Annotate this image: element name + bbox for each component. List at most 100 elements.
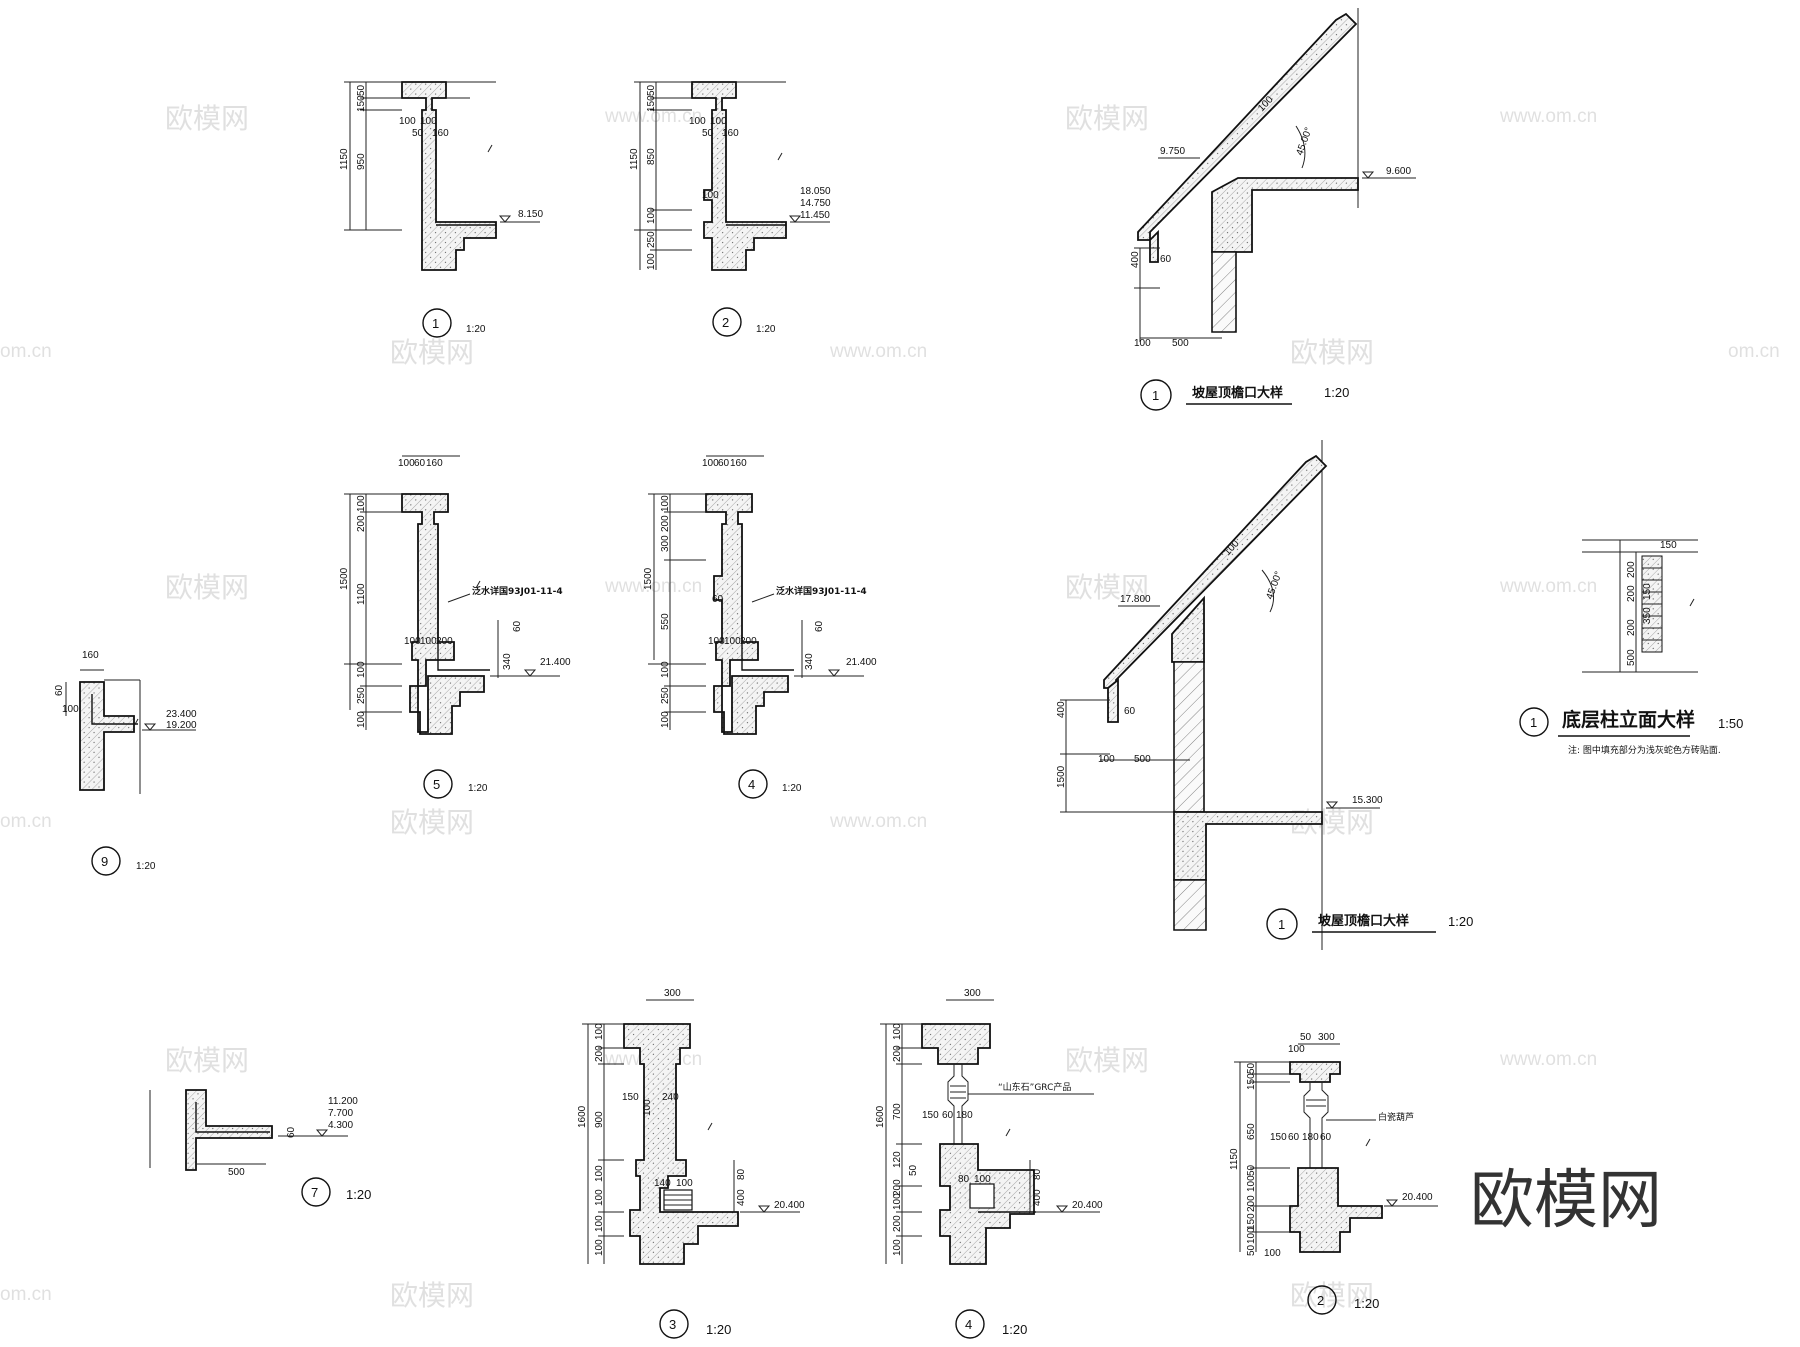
parapet-section (691, 81, 787, 271)
dim-label: 100 (689, 116, 706, 127)
detail-9-parapet: 160 60 100 23.400 19.200 9 1:20 (54, 650, 197, 876)
watermark-text: 欧模网 (165, 1044, 249, 1077)
dim-label: 240 (662, 1092, 679, 1103)
detail-number: 9 (101, 854, 108, 869)
detail-eave-1: 45.00° 100 400 60 100 500 9.750 9.600 1 … (1130, 8, 1416, 411)
elevation-value: 19.200 (166, 720, 197, 731)
dim-label: 100 (702, 190, 719, 201)
dim-label: 300 (660, 535, 671, 552)
dim-label: 60 (286, 1126, 297, 1138)
watermark-layer: 欧模网 欧模网 欧模网 欧模网 欧模网 欧模网 欧模网 欧模网 欧模网 欧模网 … (0, 102, 1780, 1312)
dim-label: 100 (62, 704, 79, 715)
detail-number-circle (1307, 1285, 1337, 1315)
elevation-value: 20.400 (774, 1200, 805, 1211)
dim-label: 100 (724, 636, 741, 647)
break-mark (1365, 1138, 1371, 1147)
elevation-marker (757, 1205, 771, 1213)
detail-number: 1 (432, 316, 439, 331)
elevation-marker (143, 723, 157, 731)
watermark-text: 欧模网 (1290, 1279, 1374, 1312)
watermark-url: www.om.cn (1499, 576, 1597, 597)
detail-4-parapet: 100 60 160 100 200 300 1500 550 100 250 … (643, 455, 877, 799)
dim-label: 100 (1264, 1248, 1281, 1259)
detail-number-circle (301, 1177, 331, 1207)
elevation-marker (1055, 1205, 1069, 1213)
watermark-url: www.om.cn (1499, 1049, 1597, 1070)
dim-label: 60 (942, 1110, 954, 1121)
dim-label: 100 (399, 116, 416, 127)
detail-number-circle (423, 769, 453, 799)
dim-label: 1150 (339, 148, 350, 170)
dim-label: 400 (736, 1189, 747, 1206)
dim-label: 50 (356, 84, 367, 96)
dim-label: 160 (722, 128, 739, 139)
dim-label: 350 (1642, 607, 1653, 624)
dim-label: 200 (892, 1045, 903, 1062)
detail-number-circle (1266, 908, 1298, 940)
break-mark (777, 152, 783, 161)
elevation-marker (1325, 801, 1339, 809)
detail-number-circle (422, 308, 452, 338)
watermark-logo: 欧模网 (1470, 1164, 1662, 1238)
dim-label: 100 (1288, 1044, 1305, 1055)
dim-label: 60 (718, 458, 730, 469)
dim-label: 500 (228, 1167, 245, 1178)
elevation-marker (827, 669, 841, 677)
detail-title: 坡屋顶檐口大样 (1318, 913, 1409, 928)
dim-label: 100 (646, 207, 657, 224)
dim-label: 1600 (875, 1105, 886, 1128)
dim-label: 120 (892, 1151, 903, 1168)
elevation-value: 18.050 (800, 186, 831, 197)
dim-label: 1500 (1056, 765, 1067, 788)
elevation-marker (788, 215, 802, 223)
dim-label: 1600 (577, 1105, 588, 1128)
dim-label: 100 (594, 1215, 605, 1232)
dim-label: 200 (1626, 561, 1637, 578)
flashing-note: 泛水详国93J01-11-4 (776, 585, 867, 597)
dim-label: 200 (356, 515, 367, 532)
dim-label: 80 (736, 1168, 747, 1180)
detail-number-circle (1519, 707, 1549, 737)
watermark-text: 欧模网 (390, 806, 474, 839)
dim-label: 950 (356, 153, 367, 170)
detail-number: 2 (722, 315, 729, 330)
dim-label: 100 (1246, 1175, 1257, 1192)
dim-label: 200 (892, 1215, 903, 1232)
flashing-line (741, 640, 794, 671)
dim-label: 100 (660, 711, 671, 728)
elevation-value: 15.300 (1352, 795, 1383, 806)
dim-label: 160 (730, 458, 747, 469)
dim-label: 700 (892, 1103, 903, 1120)
dim-label: 80 (958, 1174, 970, 1185)
detail-scale: 1:50 (1718, 716, 1743, 731)
detail-number-circle (91, 846, 121, 876)
dim-label: 150 (622, 1092, 639, 1103)
grc-note: “山东石”GRC产品 (998, 1081, 1071, 1093)
leader-line (447, 593, 471, 603)
ceiling-beam (1211, 177, 1359, 253)
dim-label: 160 (82, 650, 99, 661)
dim-label: 850 (646, 148, 657, 165)
dim-label: 100 (708, 636, 725, 647)
detail-number: 3 (669, 1317, 676, 1332)
baluster-rings (1306, 1099, 1326, 1107)
watermark-url: www.om.cn (604, 106, 702, 127)
detail-column-elevation: 150 200 200 150 350 200 500 1 底层柱立面大样 1:… (1519, 539, 1743, 756)
dim-label: 400 (1056, 701, 1067, 718)
detail-scale: 1:20 (706, 1322, 731, 1337)
dim-label: 100 (646, 253, 657, 270)
detail-number-circle (659, 1309, 689, 1339)
dim-label: 200 (892, 1179, 903, 1196)
dim-label: 200 (660, 515, 671, 532)
detail-number-circle (738, 769, 768, 799)
dim-label: 100 (710, 116, 727, 127)
dim-label: 100 (420, 636, 437, 647)
parapet-section (401, 81, 497, 271)
break-mark (475, 580, 481, 589)
dim-label: 300 (964, 988, 981, 999)
dim-label: 60 (414, 458, 426, 469)
watermark-text: 欧模网 (1065, 1044, 1149, 1077)
detail-7-canopy: 500 60 11.200 7.700 4.300 7 1:20 (149, 1089, 371, 1207)
dim-label: 100 (660, 495, 671, 512)
detail-4-column-cap: 300 100 200 1600 700 120 200 100 200 100… (875, 988, 1103, 1339)
